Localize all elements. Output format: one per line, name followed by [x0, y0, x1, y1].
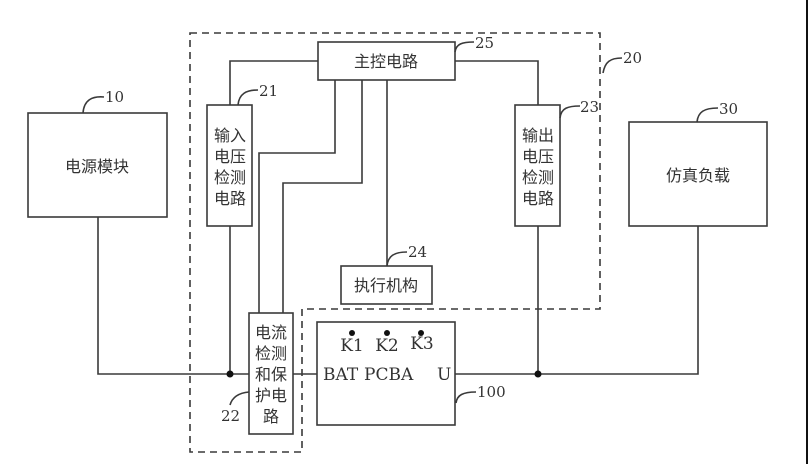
ref-10: 10	[105, 88, 124, 106]
pcba-name-label: PCBA	[364, 365, 414, 385]
output-voltage-detect-label: 输出 电压 检测 电路	[522, 126, 554, 208]
ref-20: 20	[623, 49, 642, 67]
ref-24: 24	[408, 243, 427, 261]
power-module-label: 电源模块	[65, 157, 129, 176]
junction-dot-input	[226, 370, 234, 378]
wire-pcba-to-load	[455, 226, 699, 375]
key-k2-label: K2	[375, 336, 399, 356]
label-line: 电压	[522, 147, 554, 166]
ref-100: 100	[477, 383, 506, 401]
sim-load-label: 仿真负载	[666, 166, 730, 185]
leader-30	[696, 107, 719, 123]
junction-dot-output	[534, 370, 542, 378]
leader-21	[237, 89, 259, 106]
actuator-box	[340, 265, 433, 305]
label-line: 输入	[214, 126, 246, 145]
actuator-label: 执行机构	[354, 276, 418, 295]
label-line: 和保	[255, 365, 287, 384]
ref-30: 30	[719, 100, 738, 118]
label-line: 检测	[214, 168, 246, 187]
label-line: 检测	[255, 344, 287, 363]
leader-100	[455, 391, 477, 404]
leader-20	[602, 57, 623, 74]
wire-main-to-current-b	[282, 80, 363, 313]
label-line: 路	[263, 407, 279, 426]
main-control-box	[317, 41, 456, 81]
key-dot-k2	[384, 330, 390, 336]
label-line: 电流	[255, 323, 287, 342]
label-line: 检测	[522, 168, 554, 187]
main-control-label: 主控电路	[354, 52, 418, 71]
wire-main-to-output-detect	[455, 60, 539, 105]
key-k1-label: K1	[340, 336, 364, 356]
key-dot-k1	[349, 330, 355, 336]
image-edge-bar	[806, 0, 808, 464]
wire-power-to-bus	[97, 217, 249, 375]
ref-22: 22	[221, 407, 240, 425]
label-line: 电路	[522, 189, 554, 208]
ref-23: 23	[580, 98, 599, 116]
label-line: 电压	[214, 147, 246, 166]
wire-main-to-input-detect	[229, 60, 318, 105]
current-detect-protect-box	[248, 312, 294, 435]
input-voltage-detect-box	[206, 104, 253, 227]
power-module-box	[27, 112, 168, 218]
pcba-u-pin: U	[437, 365, 451, 385]
test-device-outline	[189, 32, 601, 453]
input-voltage-detect-label: 输入 电压 检测 电路	[214, 126, 246, 208]
ref-21: 21	[259, 82, 278, 100]
key-dot-k3	[418, 330, 424, 336]
wire-main-to-current-a	[258, 80, 336, 313]
pcba-bat-pin: BAT	[323, 365, 359, 385]
sim-load-box	[628, 121, 768, 227]
leader-23	[559, 105, 581, 119]
current-detect-protect-label: 电流 检测 和保 护电 路	[255, 323, 287, 426]
leader-25	[454, 41, 475, 53]
label-line: 电路	[214, 189, 246, 208]
label-line: 输出	[522, 126, 554, 145]
leader-10	[82, 96, 105, 114]
ref-25: 25	[475, 34, 494, 52]
pcba-box	[316, 321, 456, 426]
key-k3-label: K3	[410, 334, 434, 354]
leader-22	[229, 391, 250, 406]
output-voltage-detect-box	[514, 104, 561, 227]
leader-24	[386, 251, 408, 267]
label-line: 护电	[255, 386, 287, 405]
